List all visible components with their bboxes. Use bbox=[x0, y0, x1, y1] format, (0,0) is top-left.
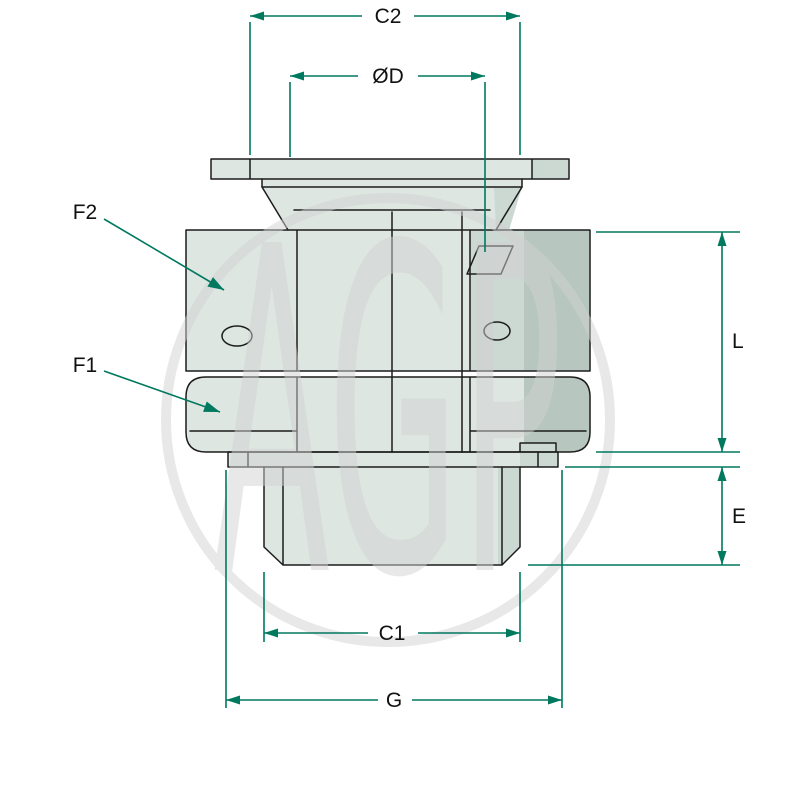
washer-outline bbox=[227, 442, 559, 468]
e-arrow-bottom bbox=[717, 551, 727, 565]
l-arrow-top bbox=[717, 232, 727, 246]
c1-arrow-right bbox=[506, 628, 520, 638]
top-flange-shading bbox=[532, 160, 568, 178]
callout-f2: F2 bbox=[73, 201, 225, 291]
l-arrow-bottom bbox=[717, 438, 727, 452]
neck bbox=[262, 187, 522, 230]
threaded-stud-shading bbox=[498, 467, 520, 565]
diameter-d-arrow-left bbox=[290, 71, 304, 81]
flange-band-outline bbox=[261, 178, 523, 188]
cross-hole-right bbox=[483, 321, 511, 341]
diameter-d-arrow-right bbox=[471, 71, 485, 81]
flange-band bbox=[262, 179, 522, 187]
cross-hole-left bbox=[221, 325, 253, 347]
f1-arrow bbox=[203, 401, 220, 412]
lower-hex-outline bbox=[185, 376, 591, 453]
callout-f1: F1 bbox=[73, 354, 221, 413]
top-flange-outline bbox=[210, 158, 570, 180]
center-body-lines bbox=[391, 211, 463, 453]
lower-hex-shading bbox=[524, 377, 590, 452]
c2-lines bbox=[249, 15, 521, 155]
dimension-c2: C2 bbox=[249, 5, 521, 155]
c1-arrow-left bbox=[264, 628, 278, 638]
washer-step bbox=[520, 443, 556, 452]
dimension-g: G bbox=[225, 470, 563, 712]
dimension-c1: C1 bbox=[263, 572, 521, 645]
e-label: E bbox=[732, 505, 746, 528]
f2-arrow bbox=[207, 277, 224, 290]
watermark-circle bbox=[161, 193, 615, 647]
top-flange bbox=[211, 159, 569, 179]
l-lines bbox=[596, 231, 740, 453]
c2-arrow-right bbox=[506, 11, 520, 21]
dimension-l: L bbox=[596, 231, 744, 453]
l-label: L bbox=[732, 330, 744, 353]
g-arrow-left bbox=[226, 695, 240, 705]
dimension-diameter-d: ØD bbox=[289, 65, 486, 252]
dimensions: C2 ØD F2 F1 L bbox=[73, 5, 746, 712]
washer-shading bbox=[520, 452, 558, 467]
e-arrow-top bbox=[717, 467, 727, 481]
c1-lines bbox=[263, 572, 521, 642]
diameter-d-label: ØD bbox=[372, 65, 404, 88]
g-label: G bbox=[386, 689, 402, 712]
threaded-stud-outline bbox=[263, 466, 521, 566]
watermark: AGP bbox=[161, 154, 615, 678]
lower-hex bbox=[186, 377, 590, 452]
dimension-e: E bbox=[528, 466, 746, 566]
c2-label: C2 bbox=[375, 5, 402, 28]
c1-label: C1 bbox=[379, 622, 406, 645]
f1-leader bbox=[103, 370, 221, 413]
e-lines bbox=[528, 466, 740, 566]
washer bbox=[228, 452, 558, 467]
g-arrow-right bbox=[548, 695, 562, 705]
watermark-text: AGP bbox=[213, 154, 563, 678]
c2-arrow-left bbox=[250, 11, 264, 21]
chamfer-cut-detail bbox=[466, 245, 514, 275]
f2-leader bbox=[103, 218, 225, 291]
g-lines bbox=[225, 470, 563, 708]
threaded-stud bbox=[264, 467, 520, 565]
diameter-d-lines bbox=[289, 75, 486, 252]
f1-label: F1 bbox=[73, 354, 98, 377]
f2-label: F2 bbox=[73, 201, 98, 224]
